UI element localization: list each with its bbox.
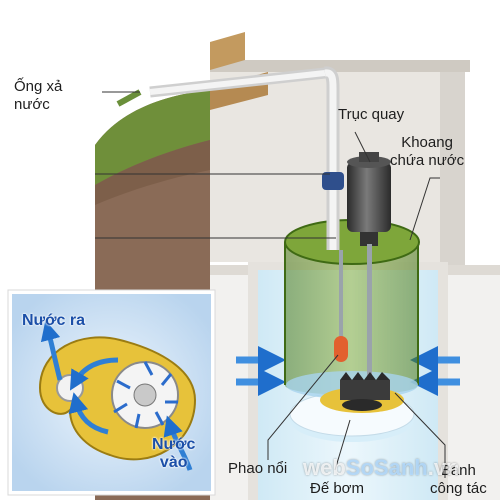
label-rotation-shaft: Trục quay (338, 106, 405, 123)
label-water-chamber-line1: Khoang (401, 134, 453, 151)
volute-inset (7, 289, 216, 496)
label-discharge-pipe: Ống xả nước (14, 78, 62, 114)
label-water-out: Nước ra (22, 312, 85, 329)
impeller (320, 372, 404, 413)
float-switch (334, 336, 348, 362)
pump-tank (284, 219, 420, 399)
label-water-chamber: Khoang chứa nước (390, 134, 464, 170)
watermark: webSoSanh.vn (303, 455, 460, 481)
label-water-in-line2: vào (159, 454, 188, 471)
discharge-pipe (116, 66, 344, 250)
leader-lines (95, 91, 446, 478)
label-discharge-pipe-line2: nước (14, 96, 50, 113)
pump-shaft (339, 244, 372, 394)
label-discharge-pipe-line1: Ống xả (14, 78, 63, 95)
pump-motor (347, 152, 391, 246)
label-impeller-line1: Bánh (440, 462, 476, 479)
label-pump-base: Đế bơm (310, 480, 365, 497)
label-water-in-line1: Nước (152, 436, 196, 453)
watermark-prefix: web (303, 455, 346, 480)
watermark-accent: SoSanh (345, 455, 428, 480)
inflow-arrows (236, 346, 460, 396)
watermark-suffix: .vn (427, 455, 460, 480)
label-water-chamber-line2: chứa nước (390, 152, 465, 169)
label-water-in: Nước vào (152, 436, 195, 472)
label-impeller-line2: công tác (430, 480, 487, 497)
label-float-switch: Phao nổi (228, 460, 288, 477)
label-impeller: Bánh công tác (430, 462, 487, 498)
